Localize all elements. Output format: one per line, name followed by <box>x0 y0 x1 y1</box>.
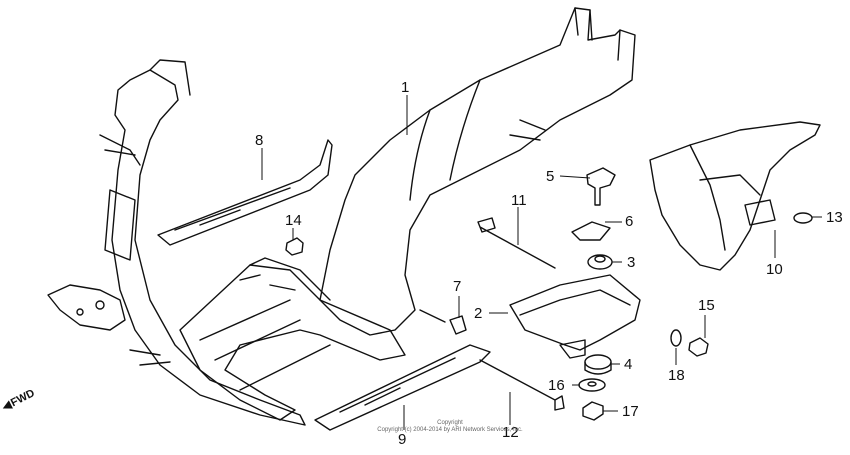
bracket-8 <box>157 139 333 246</box>
callout-11: 11 <box>511 192 527 209</box>
bolt-12 <box>479 359 565 411</box>
callout-16: 16 <box>548 377 565 394</box>
callout-13: 13 <box>826 209 843 226</box>
callout-6: 6 <box>625 213 634 230</box>
callout-15: 15 <box>698 297 715 314</box>
leader-5 <box>559 175 591 179</box>
callout-8: 8 <box>255 132 264 149</box>
callout-4: 4 <box>624 356 633 373</box>
hanger-2 <box>509 274 641 351</box>
grommet-13 <box>793 212 813 224</box>
mudguard-10 <box>649 121 821 271</box>
callout-9: 9 <box>398 431 407 448</box>
callout-14: 14 <box>285 212 302 229</box>
copyright-line-1: Copyright <box>437 420 463 426</box>
callout-12: 12 <box>502 424 519 441</box>
callout-3: 3 <box>627 254 636 271</box>
head-pipe <box>111 69 306 426</box>
nut-14 <box>285 237 304 256</box>
callout-5: 5 <box>546 168 555 185</box>
bracket-9 <box>314 344 491 431</box>
callout-2: 2 <box>474 305 483 322</box>
callout-1: 1 <box>401 79 410 96</box>
callout-18: 18 <box>668 367 685 384</box>
bolt-11 <box>477 217 556 269</box>
mount-5 <box>586 167 616 206</box>
rubber-4 <box>584 354 612 370</box>
copyright-line-2: Copyright (c) 2004-2014 by ARI Network S… <box>377 427 523 434</box>
nut-17 <box>582 401 604 421</box>
collar-7 <box>449 315 467 335</box>
nut-15 <box>688 337 709 357</box>
main-frame-tube <box>319 7 636 336</box>
washer-16 <box>578 378 606 392</box>
plate-6 <box>571 221 611 241</box>
washer-18 <box>670 329 682 347</box>
callout-7: 7 <box>453 278 462 295</box>
cross-member <box>179 264 406 421</box>
callout-17: 17 <box>622 403 639 420</box>
callout-10: 10 <box>766 261 783 278</box>
copyright-notice: Copyright Copyright (c) 2004-2014 by ARI… <box>340 420 560 434</box>
